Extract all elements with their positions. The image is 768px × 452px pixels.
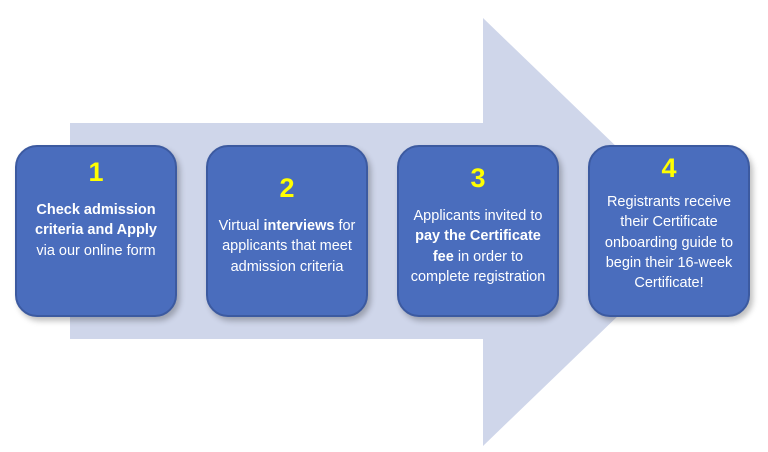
step-number: 1: [88, 157, 104, 187]
step-text-segment: for applicants that meet admission crite…: [222, 218, 356, 275]
step-number: 4: [661, 153, 677, 183]
step-text-segment: via our online form: [36, 242, 156, 259]
step-text-bold: Check admission criteria and Apply: [35, 202, 157, 239]
arrow-shape: [70, 18, 705, 446]
step-text-segment: Applicants invited to: [413, 208, 543, 224]
step-description: Virtual interviews for applicants that m…: [218, 216, 356, 277]
step-description: Registrants receive their Certificate on…: [600, 192, 738, 293]
step-3-box: 3 Applicants invited to pay the Certific…: [397, 145, 559, 317]
step-description: Applicants invited to pay the Certificat…: [409, 206, 547, 287]
step-text-bold: interviews: [263, 218, 335, 234]
step-text-bold: pay the Certificate fee: [415, 228, 541, 265]
step-text-segment: in order to complete registration: [410, 248, 546, 285]
step-2-box: 2 Virtual interviews for applicants that…: [206, 145, 368, 317]
step-number: 3: [470, 163, 486, 193]
step-number: 2: [279, 173, 295, 203]
step-description: Check admission criteria and Apply via o…: [27, 200, 165, 261]
step-1-box: 1 Check admission criteria and Apply via…: [15, 145, 177, 317]
step-text-segment: Virtual: [218, 218, 264, 234]
step-4-box: 4 Registrants receive their Certificate …: [588, 145, 750, 317]
step-text-segment: Registrants receive their Certificate on…: [604, 194, 734, 292]
